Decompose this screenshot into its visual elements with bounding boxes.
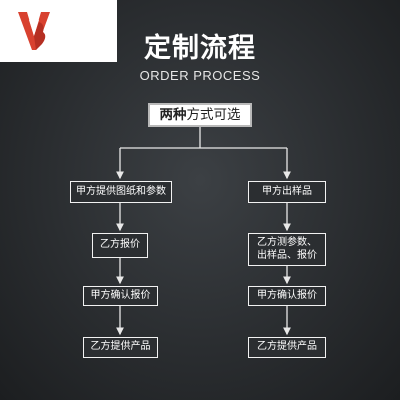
logo-mark-icon bbox=[18, 12, 50, 50]
page-title: 定制流程 bbox=[144, 33, 256, 64]
left-step-3: 甲方确认报价 bbox=[83, 286, 158, 306]
top-node-two-options: 两种方式可选 bbox=[148, 103, 252, 127]
page-subtitle: ORDER PROCESS bbox=[139, 68, 261, 83]
right-step-3: 甲方确认报价 bbox=[248, 286, 326, 306]
left-step-4: 乙方提供产品 bbox=[83, 337, 158, 358]
right-step-4: 乙方提供产品 bbox=[248, 337, 326, 358]
left-step-1: 甲方提供图纸和参数 bbox=[70, 181, 172, 203]
top-node-rest: 方式可选 bbox=[186, 106, 241, 123]
right-step-1: 甲方出样品 bbox=[248, 181, 326, 203]
logo bbox=[0, 0, 117, 62]
top-node-bold: 两种 bbox=[159, 106, 187, 123]
right-step-2: 乙方测参数、 出样品、报价 bbox=[248, 233, 326, 266]
left-step-2: 乙方报价 bbox=[92, 233, 148, 258]
